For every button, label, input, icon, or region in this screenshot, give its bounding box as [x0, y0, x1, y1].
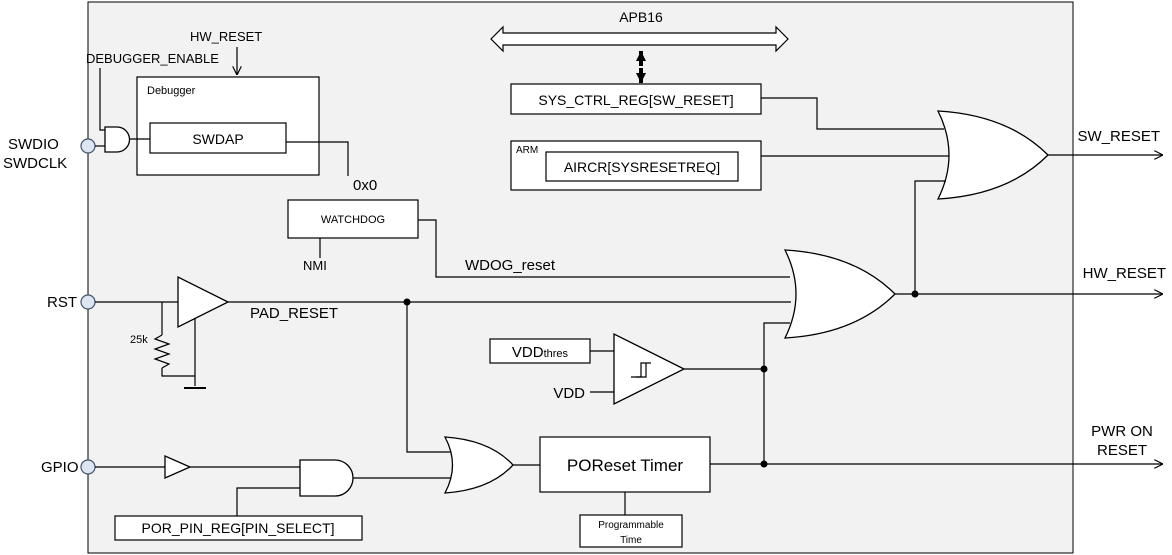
- resistor-ground-wire: [161, 368, 195, 377]
- swdap-to-watchdog-wire: [286, 141, 349, 176]
- swdclk-label: SWDCLK: [3, 155, 67, 172]
- wdog-reset-wire: [418, 219, 790, 278]
- arm-label: ARM: [516, 145, 538, 156]
- hysteresis-symbol-2: [636, 363, 647, 378]
- swdio-pin: [80, 138, 96, 154]
- apb16-label: APB16: [619, 9, 663, 25]
- vdd-thres-block: [489, 338, 591, 364]
- debugger-enable-wire: [99, 68, 105, 131]
- rst-pin: [80, 294, 96, 310]
- debugger-label: Debugger: [147, 85, 196, 97]
- sw-reset-or-gate: [936, 110, 1049, 200]
- hw-reset-or-gate: [783, 249, 896, 339]
- programmable-time-block: [579, 514, 683, 548]
- wdog-reset-label: WDOG_reset: [465, 257, 556, 274]
- hw-reset-junction: [911, 290, 919, 298]
- vdd-comparator: [613, 332, 686, 406]
- debugger-enable-label: DEBUGGER_ENABLE: [86, 51, 219, 66]
- vdd-monitor-to-hw-or-wire: [763, 322, 790, 369]
- hw-reset-input-label: HW_RESET: [190, 29, 262, 44]
- pad-reset-to-por-or-wire: [406, 302, 451, 453]
- por-pin-reg-to-and-wire: [236, 487, 300, 516]
- por-pin-reg-label: POR_PIN_REG[PIN_SELECT]: [142, 520, 335, 536]
- apb16-bus: [490, 25, 789, 53]
- sys-ctrl-reg-block: [510, 83, 762, 115]
- pwr-on-label-line2: RESET: [1097, 442, 1147, 459]
- gpio-buffer: [164, 455, 192, 479]
- swdap-block: [149, 122, 287, 154]
- sw-reset-output-label: SW_RESET: [1077, 128, 1160, 145]
- swdio-label: SWDIO: [8, 136, 59, 153]
- pad-reset-label: PAD_RESET: [250, 305, 338, 322]
- gpio-pin: [80, 459, 96, 475]
- programmable-time-line2: Time: [620, 535, 642, 546]
- vdd-thres-main: VDD: [512, 344, 544, 361]
- rst-label: RST: [47, 294, 77, 311]
- pwr-on-label-line1: PWR ON: [1091, 423, 1153, 440]
- aircr-block: [545, 151, 739, 182]
- vdd-thres-sub: thres: [544, 348, 569, 360]
- poreset-timer-label: POReset Timer: [567, 456, 684, 475]
- gpio-label: GPIO: [41, 459, 79, 476]
- programmable-time-line1: Programmable: [598, 520, 664, 531]
- pwr-on-junction: [760, 460, 768, 468]
- watchdog-block: [287, 199, 419, 239]
- aircr-label: AIRCR[SYSRESETREQ]: [564, 159, 720, 175]
- hex-value-label: 0x0: [353, 177, 377, 194]
- sys-ctrl-reg-label: SYS_CTRL_REG[SW_RESET]: [538, 92, 733, 108]
- hw-reset-output-label: HW_RESET: [1083, 265, 1166, 282]
- por-pin-reg-block: [114, 515, 363, 541]
- nmi-label: NMI: [303, 258, 327, 273]
- vdd-thres-label: VDDthres: [512, 344, 569, 361]
- debugger-and-gate: [104, 126, 131, 153]
- sys-ctrl-to-or-wire: [761, 97, 944, 130]
- resistor-25k: [153, 334, 171, 369]
- hw-reset-to-sw-or-wire: [914, 180, 946, 294]
- resistor-label: 25k: [130, 334, 148, 346]
- swdap-label: SWDAP: [192, 131, 243, 147]
- poreset-timer-block: [539, 436, 711, 493]
- rst-buffer: [177, 275, 230, 329]
- vdd-label: VDD: [553, 385, 585, 402]
- por-or-gate: [443, 436, 514, 494]
- por-and-gate: [299, 459, 354, 497]
- watchdog-label: WATCHDOG: [321, 214, 385, 226]
